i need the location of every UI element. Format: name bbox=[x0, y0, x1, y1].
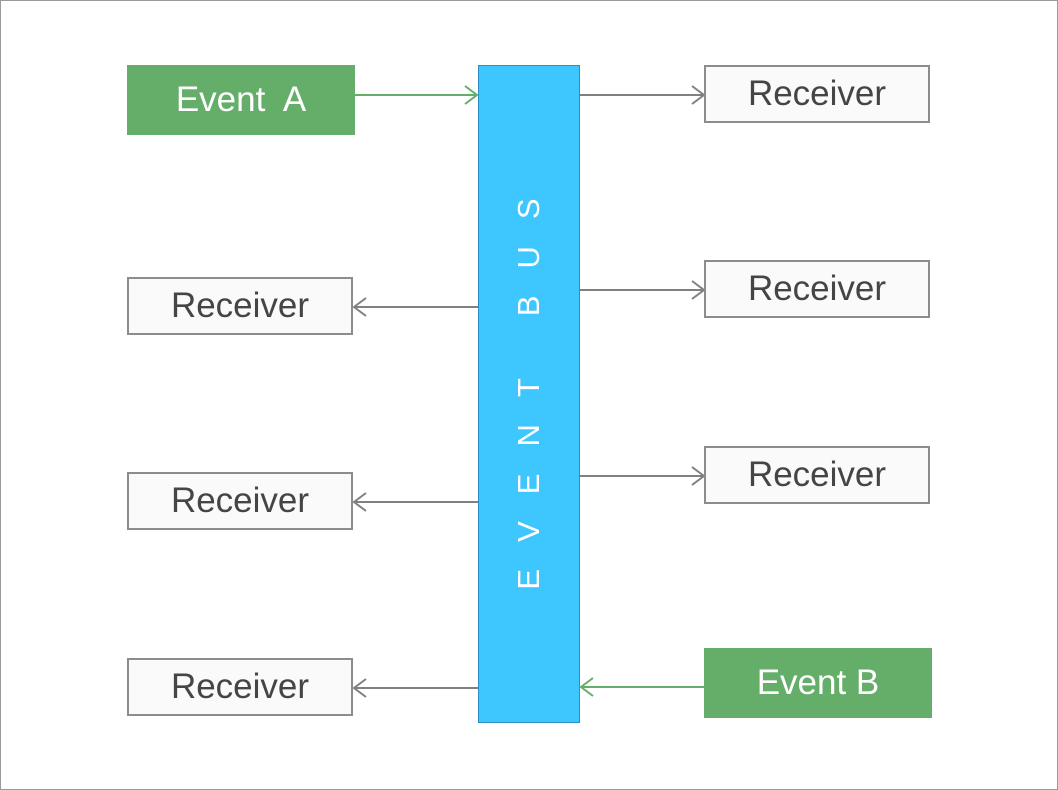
arrow-bus-to-receiver-right-1 bbox=[580, 85, 706, 105]
receiver-left-2: Receiver bbox=[127, 472, 353, 530]
receiver-left-1: Receiver bbox=[127, 277, 353, 335]
receiver-right-1: Receiver bbox=[704, 65, 930, 123]
arrow-event-b-to-bus bbox=[579, 677, 704, 697]
receiver-left-3: Receiver bbox=[127, 658, 353, 716]
event-a-box: Event A bbox=[127, 65, 355, 135]
event-bus-label: EVENT BUS bbox=[511, 171, 546, 590]
arrow-bus-to-receiver-left-1 bbox=[352, 297, 478, 317]
arrow-event-a-to-bus bbox=[354, 85, 479, 105]
receiver-right-3: Receiver bbox=[704, 446, 930, 504]
arrow-bus-to-receiver-right-3 bbox=[580, 466, 706, 486]
arrow-bus-to-receiver-right-2 bbox=[580, 280, 706, 300]
arrow-bus-to-receiver-left-3 bbox=[352, 678, 478, 698]
arrow-bus-to-receiver-left-2 bbox=[352, 492, 478, 512]
event-b-box: Event B bbox=[704, 648, 932, 718]
receiver-right-2: Receiver bbox=[704, 260, 930, 318]
event-bus: EVENT BUS bbox=[478, 65, 580, 723]
